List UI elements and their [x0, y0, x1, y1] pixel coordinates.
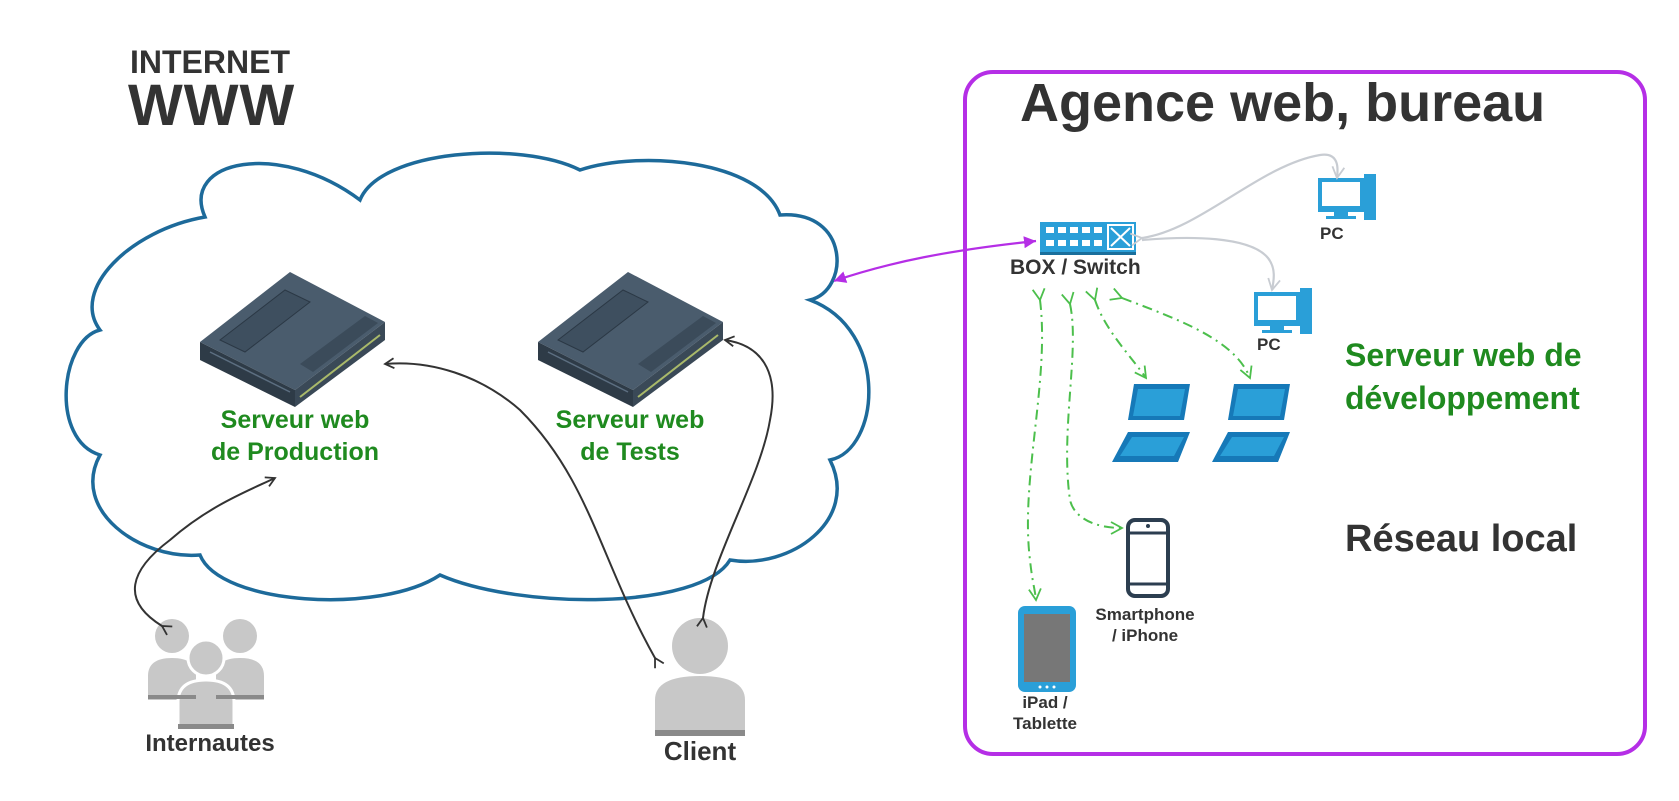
pc-icon-1	[1318, 174, 1376, 220]
tablet-label: iPad / Tablette	[1000, 692, 1090, 734]
link-switch-pc2	[1141, 236, 1281, 292]
production-server-label-line2: de Production	[210, 438, 380, 466]
local-network-label: Réseau local	[1345, 518, 1578, 560]
switch-label: BOX / Switch	[1010, 256, 1141, 279]
switch-icon	[1040, 222, 1136, 255]
office-title: Agence web, bureau	[1020, 73, 1546, 133]
smartphone-label: Smartphone / iPhone	[1080, 604, 1210, 646]
production-server-label: Serveur web de Production	[190, 404, 400, 468]
production-server-label-line1: Serveur web	[220, 406, 370, 434]
laptop-icon-1	[1112, 384, 1190, 462]
tablet-label-line1: iPad /	[1022, 693, 1068, 712]
tablet-icon	[1018, 606, 1076, 692]
smartphone-icon	[1126, 518, 1170, 598]
link-switch-pc1	[1129, 153, 1346, 247]
tablet-label-line2: Tablette	[1013, 714, 1077, 733]
dev-server-label-line2: développement	[1345, 380, 1580, 416]
production-server-icon	[200, 272, 385, 407]
dev-server-label-line1: Serveur web de	[1345, 337, 1582, 373]
tests-server-label-line1: Serveur web	[555, 406, 705, 434]
pc1-label: PC	[1320, 224, 1344, 243]
pc-icon-2	[1254, 288, 1312, 334]
office-frame	[963, 70, 1647, 756]
tests-server-label: Serveur web de Tests	[525, 404, 735, 468]
client-label: Client	[663, 736, 737, 766]
internautes-icon	[148, 619, 264, 732]
link-office-internet	[833, 236, 1037, 283]
client-icon	[655, 618, 745, 736]
pc2-label: PC	[1257, 335, 1281, 354]
smartphone-label-line1: Smartphone	[1095, 605, 1195, 624]
www-label: WWW	[128, 73, 296, 138]
internet-label: INTERNET	[130, 44, 290, 80]
link-switch-laptop1	[1085, 287, 1148, 380]
link-client-tests	[696, 335, 774, 628]
link-switch-laptop2	[1109, 287, 1253, 380]
smartphone-label-line2: / iPhone	[1111, 626, 1179, 645]
internautes-label: Internautes	[145, 730, 275, 757]
link-switch-tablet	[1027, 288, 1046, 602]
link-internautes-production	[133, 476, 277, 636]
tests-server-label-line2: de Tests	[580, 438, 680, 466]
laptop-icon-2	[1212, 384, 1290, 462]
link-client-production	[383, 357, 665, 669]
dev-server-label: Serveur web de développement	[1345, 334, 1582, 420]
link-switch-smartphone	[1061, 291, 1124, 535]
